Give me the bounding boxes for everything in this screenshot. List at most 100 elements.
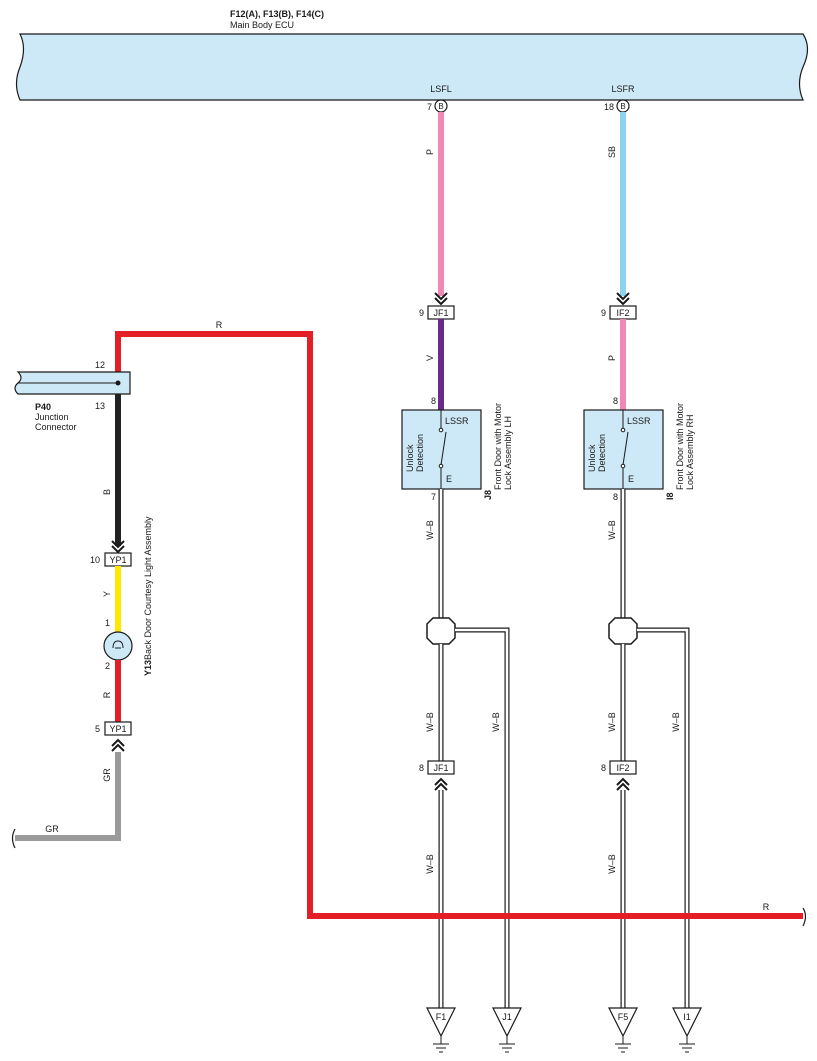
if2-bottom-arrow-icon	[616, 777, 630, 791]
lh-ground-term: E	[446, 474, 452, 484]
junction-name-2: Connector	[35, 422, 77, 432]
rh-switch-label: LSSR	[627, 416, 651, 426]
junction-node	[115, 380, 121, 386]
lh-switch-label: LSSR	[445, 416, 469, 426]
lh-code: J8	[483, 490, 493, 500]
light-pin-1: 1	[105, 618, 110, 628]
junction-pin-13: 13	[95, 401, 105, 411]
wire-gr	[15, 752, 121, 841]
wire-break-left	[11, 828, 16, 849]
wire-label-p-right: P	[607, 355, 617, 361]
jf1-bottom-label: JF1	[433, 763, 448, 773]
rh-pin-in: 8	[613, 396, 618, 406]
wire-wb-right-shield	[637, 627, 690, 1010]
jf1-top-label: JF1	[433, 308, 448, 318]
light-pin-2: 2	[105, 661, 110, 671]
if2-bottom-pin: 8	[601, 763, 606, 773]
ground-j1-label: J1	[502, 1012, 512, 1022]
wire-label-wb-right-shield: W–B	[671, 712, 681, 732]
ecu-pin-18: 18	[604, 102, 614, 112]
if2-bottom-label: IF2	[616, 763, 629, 773]
jf1-top-pin: 9	[419, 308, 424, 318]
if2-top-arrow-icon	[616, 292, 630, 306]
ecu-connector-b-right: B	[620, 102, 625, 111]
rh-code: I8	[665, 492, 675, 500]
ground-f1-icon	[426, 1007, 456, 1053]
wire-label-wb-right-2: W–B	[607, 712, 617, 732]
rh-name-1: Front Door with Motor	[675, 403, 685, 490]
lh-switch-blade-icon	[440, 431, 447, 466]
ground-f5-label: F5	[618, 1012, 629, 1022]
yp1-upper-pin: 10	[90, 555, 100, 565]
rh-splice-icon	[608, 617, 638, 645]
junction-name-1: Junction	[35, 412, 69, 422]
ecu-name: Main Body ECU	[230, 20, 294, 30]
wire-label-wb-left-3: W–B	[425, 854, 435, 874]
lh-name-2: Lock Assembly LH	[503, 416, 513, 490]
wire-label-wb-right-1: W–B	[607, 520, 617, 540]
ecu-pin-7: 7	[427, 102, 432, 112]
lh-splice-icon	[426, 617, 456, 645]
ground-j1-icon	[492, 1007, 522, 1053]
rh-detect-1: Unlock	[587, 444, 597, 472]
wire-label-wb-left-1: W–B	[425, 520, 435, 540]
bulb-filament-icon	[112, 640, 124, 649]
wire-label-sb-right: SB	[607, 146, 617, 158]
lh-switch-contact-top	[438, 427, 444, 433]
ecu-body	[15, 33, 809, 101]
wire-label-r-bottom: R	[763, 902, 770, 912]
rh-name-2: Lock Assembly RH	[685, 414, 695, 490]
rh-pin-out: 8	[613, 492, 618, 502]
ground-i1-icon	[672, 1007, 702, 1053]
wire-label-y: Y	[102, 591, 112, 597]
lh-detect-2: Detection	[415, 434, 425, 472]
yp1-upper-label: YP1	[109, 555, 126, 565]
if2-top-pin: 9	[601, 308, 606, 318]
yp1-lower-pin: 5	[95, 724, 100, 734]
yp1-lower-arrow-icon	[111, 738, 125, 752]
ground-i1-label: I1	[683, 1012, 691, 1022]
lh-switch-contact-bottom	[438, 463, 444, 469]
lh-pin-out: 7	[431, 492, 436, 502]
wire-label-v-left: V	[425, 355, 435, 361]
ecu-connector-b-left: B	[438, 102, 443, 111]
jf1-bottom-box	[427, 760, 455, 775]
jf1-top-arrow-icon	[434, 292, 448, 306]
wire-label-wb-right-3: W–B	[607, 854, 617, 874]
light-code: Y13	[143, 660, 153, 676]
wire-label-b: B	[102, 489, 112, 495]
ecu-signal-lsfr: LSFR	[611, 84, 635, 94]
wire-label-r-light: R	[102, 691, 112, 698]
junction-code: P40	[35, 402, 51, 412]
ground-f5-icon	[608, 1007, 638, 1053]
yp1-lower-label: YP1	[109, 724, 126, 734]
wire-label-p-left: P	[425, 149, 435, 155]
rh-switch-blade-icon	[622, 431, 629, 466]
light-name: Back Door Courtesy Light Assembly	[143, 516, 153, 660]
junction-pin-12: 12	[95, 360, 105, 370]
if2-top-label: IF2	[616, 308, 629, 318]
wire-label-wb-left-2: W–B	[425, 712, 435, 732]
lh-detect-1: Unlock	[405, 444, 415, 472]
jf1-bottom-pin: 8	[419, 763, 424, 773]
jf1-bottom-arrow-icon	[434, 777, 448, 791]
wire-wb-left-shield	[455, 627, 510, 1010]
wire-label-wb-left-shield: W–B	[491, 712, 501, 732]
yp1-upper-arrow-icon	[111, 540, 125, 554]
wire-label-r-top: R	[216, 320, 223, 330]
yp1-lower-box	[104, 721, 132, 736]
rh-switch-contact-top	[620, 427, 626, 433]
lh-pin-in: 8	[431, 396, 436, 406]
ground-f1-label: F1	[436, 1012, 447, 1022]
if2-bottom-box	[609, 760, 637, 775]
courtesy-light-bulb-icon	[103, 631, 133, 661]
wire-label-gr-horizontal: GR	[45, 824, 59, 834]
ecu-header: F12(A), F13(B), F14(C)	[230, 9, 324, 19]
wire-label-gr-vertical: GR	[102, 768, 112, 782]
lh-name-1: Front Door with Motor	[493, 403, 503, 490]
rh-ground-term: E	[628, 474, 634, 484]
rh-switch-contact-bottom	[620, 463, 626, 469]
rh-detect-2: Detection	[597, 434, 607, 472]
wire-break-right	[802, 907, 807, 927]
